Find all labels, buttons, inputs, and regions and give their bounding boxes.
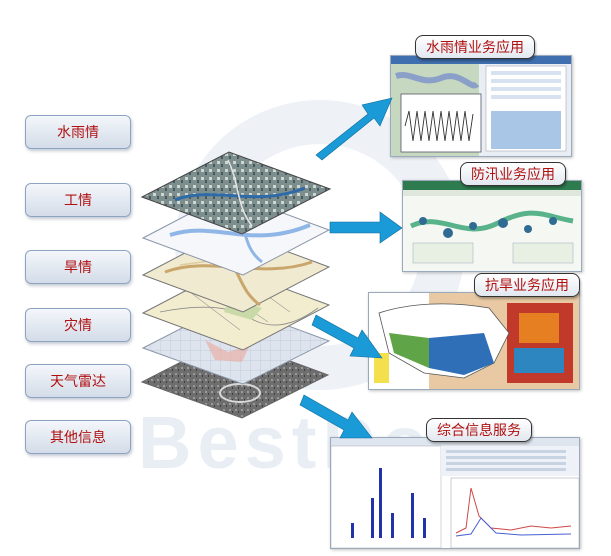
screenshot-drought-app: [368, 292, 580, 390]
category-engineering[interactable]: 工情: [25, 183, 131, 217]
layer-city-image: [140, 151, 332, 235]
app-title-flood-control[interactable]: 防汛业务应用: [460, 162, 566, 186]
app-title-water-rain[interactable]: 水雨情业务应用: [415, 35, 535, 59]
arrow-to-water-rain: [315, 97, 393, 161]
app-title-drought[interactable]: 抗旱业务应用: [474, 273, 580, 297]
category-weather-radar[interactable]: 天气雷达: [25, 364, 131, 398]
screenshot-water-rain-app: [390, 55, 572, 157]
arrow-to-drought: [311, 314, 383, 359]
screenshot-integrated-info-app: [330, 437, 580, 549]
category-water-rain[interactable]: 水雨情: [25, 115, 131, 149]
category-disaster[interactable]: 灾情: [25, 308, 131, 342]
arrow-to-integrated-info: [299, 394, 373, 439]
category-drought[interactable]: 旱情: [25, 250, 131, 284]
app-title-integrated-info[interactable]: 综合信息服务: [426, 418, 532, 442]
arrow-to-flood-control: [329, 211, 403, 244]
category-other-info[interactable]: 其他信息: [25, 420, 131, 454]
